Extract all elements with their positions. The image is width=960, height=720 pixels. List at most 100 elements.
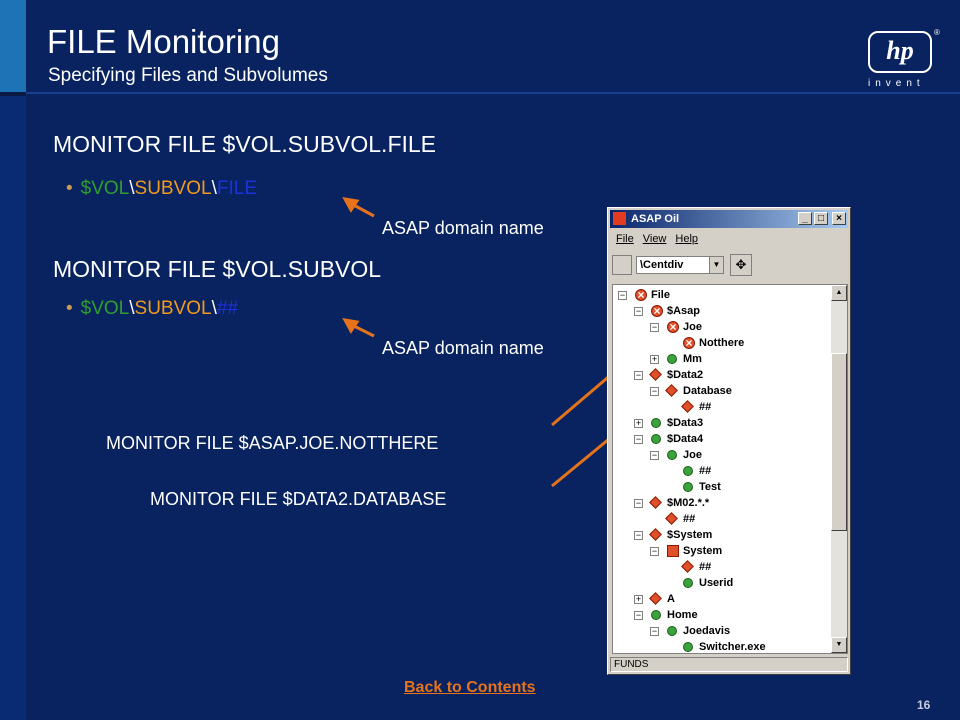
collapse-icon[interactable]: − — [634, 370, 643, 380]
tree-item[interactable]: − Home — [613, 607, 831, 623]
chevron-down-icon[interactable]: ▼ — [709, 257, 723, 273]
ok-status-icon — [683, 466, 693, 476]
tree-item[interactable]: ## — [613, 399, 831, 415]
tree-item-label: ## — [699, 465, 712, 477]
warning-status-icon — [681, 400, 694, 413]
collapse-icon[interactable]: − — [650, 626, 659, 636]
tree-item[interactable]: − Joedavis — [613, 623, 831, 639]
collapse-icon[interactable]: − — [634, 530, 643, 540]
toolbar-blank-button[interactable] — [612, 255, 632, 275]
scroll-down-button[interactable]: ▼ — [831, 637, 847, 653]
tree-item[interactable]: −$Data2 — [613, 367, 831, 383]
path-file: FILE — [216, 178, 258, 199]
warning-status-icon — [649, 368, 662, 381]
tree-item[interactable]: Test — [613, 479, 831, 495]
tree-scrollbar[interactable]: ▲ ▼ — [831, 285, 847, 653]
status-bar: FUNDS — [610, 657, 848, 672]
logo-tagline: invent — [868, 78, 925, 89]
collapse-icon[interactable]: − — [634, 434, 643, 444]
tree-item[interactable]: −Joe — [613, 447, 831, 463]
ok-status-icon — [667, 450, 677, 460]
path-subvol: SUBVOL — [134, 298, 212, 319]
tree-item-label: Joedavis — [683, 625, 731, 637]
collapse-icon[interactable]: − — [618, 290, 627, 300]
tree-item[interactable]: − System — [613, 543, 831, 559]
path-subvol: SUBVOL — [134, 178, 212, 199]
tree-item[interactable]: −File — [613, 287, 831, 303]
scroll-up-button[interactable]: ▲ — [831, 285, 847, 301]
heading-file: MONITOR FILE $VOL.SUBVOL.FILE — [53, 131, 437, 157]
asap-window: ASAP Oil _ □ × File View Help \Centdiv ▼ ✥… — [607, 207, 851, 675]
collapse-icon[interactable]: − — [650, 386, 659, 396]
slide-subtitle: Specifying Files and Subvolumes — [48, 65, 328, 86]
tree-item[interactable]: −$Asap — [613, 303, 831, 319]
tree-item-label: $Data3 — [667, 417, 704, 429]
registered-mark: ® — [934, 28, 940, 37]
left-accent-top — [0, 0, 26, 92]
collapse-icon[interactable]: − — [634, 610, 643, 620]
back-to-contents-link[interactable]: Back to Contents — [404, 679, 536, 696]
tree-item-label: A — [667, 593, 675, 605]
ok-status-icon — [667, 354, 677, 364]
tree-item[interactable]: + $Data3 — [613, 415, 831, 431]
ok-status-icon — [667, 626, 677, 636]
tree-item[interactable]: Switcher.exe — [613, 639, 831, 653]
bullet-subvol-path: •$VOL\SUBVOL\## — [66, 297, 238, 321]
menu-help[interactable]: Help — [675, 233, 699, 245]
window-titlebar[interactable]: ASAP Oil _ □ × — [610, 210, 848, 228]
ok-status-icon — [651, 434, 661, 444]
tree-item[interactable]: +A — [613, 591, 831, 607]
minimize-button[interactable]: _ — [798, 212, 812, 225]
collapse-icon[interactable]: − — [634, 306, 643, 316]
tree-item[interactable]: +Mm — [613, 351, 831, 367]
warning-status-icon — [649, 496, 662, 509]
tree-item-label: Database — [683, 385, 732, 397]
warning-status-icon — [649, 528, 662, 541]
hp-logo: hp — [868, 31, 932, 73]
error-status-icon — [667, 319, 679, 335]
tree-item[interactable]: − $System — [613, 527, 831, 543]
crosshair-tool-button[interactable]: ✥ — [730, 254, 752, 276]
expand-icon[interactable]: + — [650, 354, 659, 364]
collapse-icon[interactable]: − — [650, 322, 659, 332]
menu-view[interactable]: View — [642, 233, 667, 245]
tree-item-label: $System — [667, 529, 713, 541]
path-sep: \ — [129, 298, 135, 319]
tree-item[interactable]: −$M02.*.* — [613, 495, 831, 511]
menu-file[interactable]: File — [616, 233, 634, 245]
bullet-dot: • — [66, 178, 73, 199]
tree-item[interactable]: Userid — [613, 575, 831, 591]
maximize-button[interactable]: □ — [814, 212, 828, 225]
toolbar: \Centdiv ▼ ✥ — [612, 253, 846, 279]
tree-item-label: System — [683, 545, 723, 557]
warning-status-icon — [649, 592, 662, 605]
expand-icon[interactable]: + — [634, 594, 643, 604]
path-sep: \ — [211, 298, 217, 319]
close-button[interactable]: × — [832, 212, 846, 225]
warning-status-icon — [665, 384, 678, 397]
error-status-icon — [651, 303, 663, 319]
expand-icon[interactable]: + — [634, 418, 643, 428]
collapse-icon[interactable]: − — [650, 546, 659, 556]
node-combo[interactable]: \Centdiv ▼ — [636, 256, 724, 274]
tree-item[interactable]: ## — [613, 463, 831, 479]
tree-item[interactable]: −Joe — [613, 319, 831, 335]
example-database: MONITOR FILE $DATA2.DATABASE — [150, 489, 447, 509]
tree-item-label: $Data4 — [667, 433, 704, 445]
scroll-thumb[interactable] — [831, 353, 847, 531]
header-divider — [26, 92, 960, 94]
collapse-icon[interactable]: − — [634, 498, 643, 508]
tree-item[interactable]: Notthere — [613, 335, 831, 351]
hp-logo-mark: hp — [886, 36, 914, 65]
ok-status-icon — [651, 610, 661, 620]
tree-item[interactable]: ## — [613, 511, 831, 527]
arrow-to-file — [349, 201, 375, 218]
tree-item[interactable]: − $Data4 — [613, 431, 831, 447]
collapse-icon[interactable]: − — [650, 450, 659, 460]
arrow-head — [342, 318, 360, 334]
tree-item[interactable]: − Database — [613, 383, 831, 399]
tree-item-label: Home — [667, 609, 698, 621]
file-tree[interactable]: ▲ ▼ −File−$Asap−JoeNotthere+Mm−$Data2−Da… — [612, 284, 848, 654]
tree-item[interactable]: ## — [613, 559, 831, 575]
tree-item-label: ## — [683, 513, 696, 525]
